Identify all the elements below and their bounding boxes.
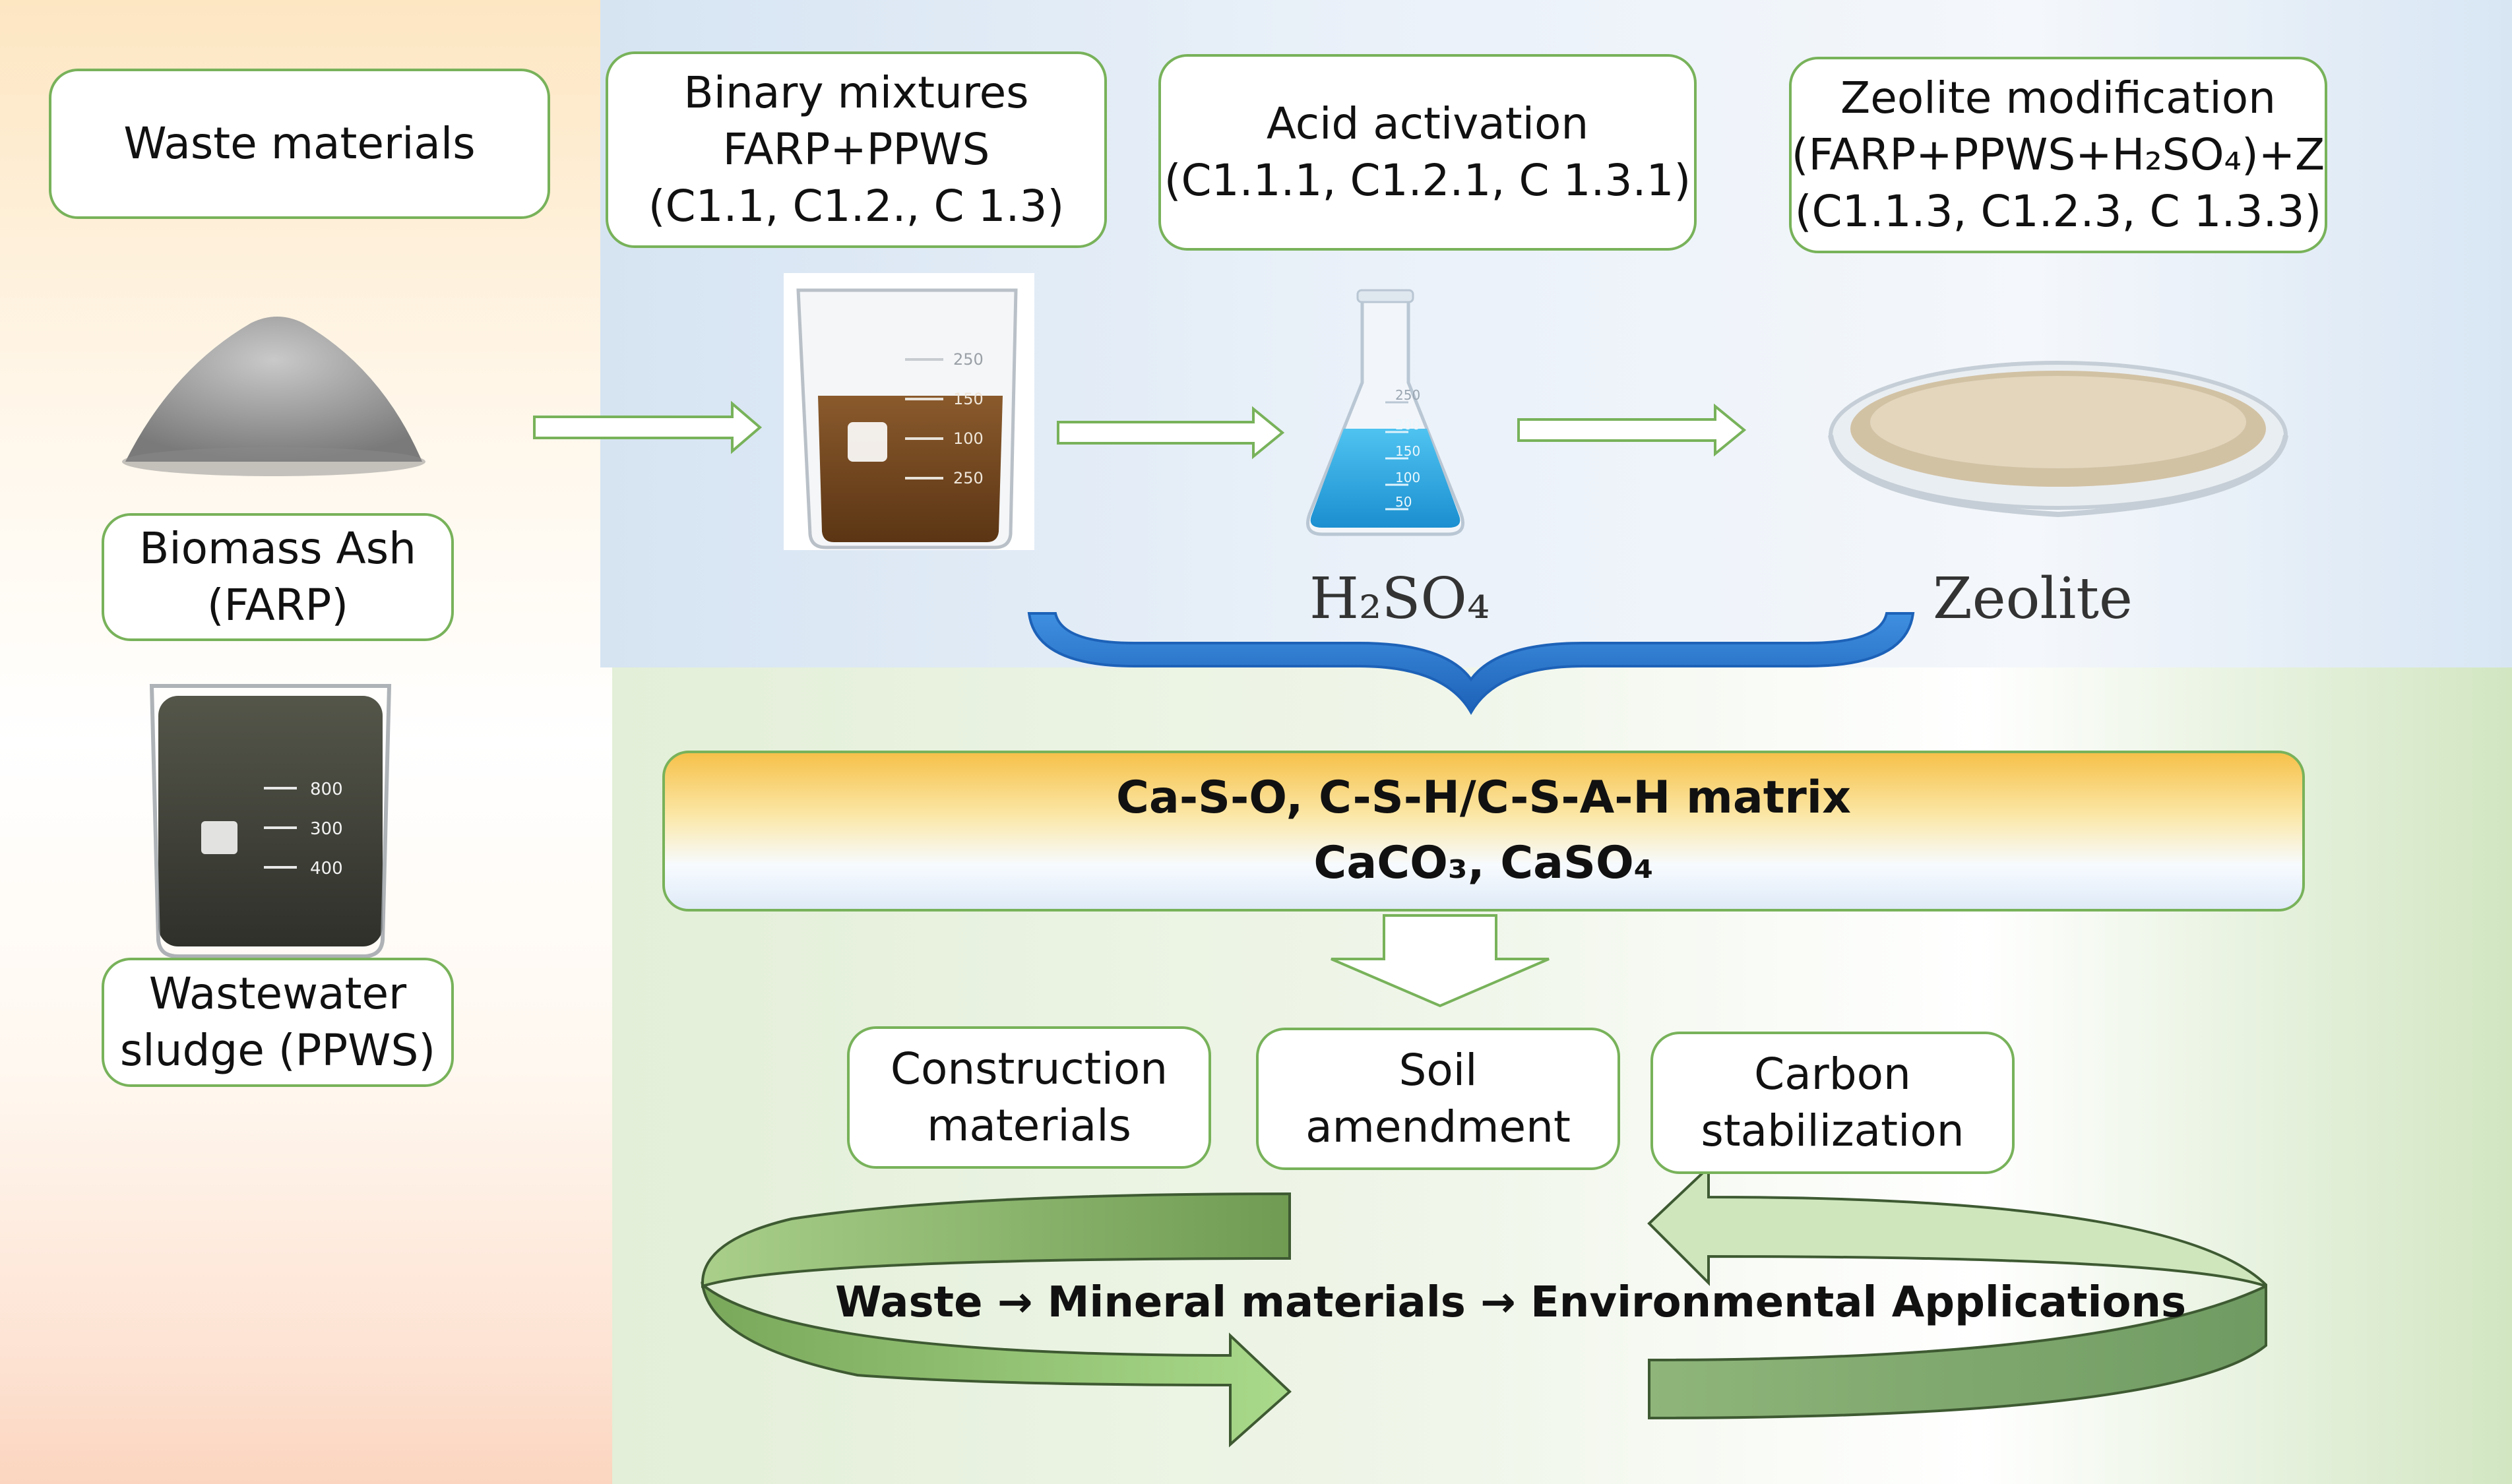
cycle-caption: Waste → Mineral materials → Environmenta… [834, 1278, 2187, 1327]
construction-line-2: materials [927, 1100, 1131, 1151]
sludge-line-1: Wastewater [148, 968, 407, 1020]
ash-pile-image [122, 317, 425, 476]
mixture-mark-150: 150 [953, 390, 984, 408]
biomass-ash-box: Biomass Ash (FARP) [102, 513, 454, 641]
flow-arrow-2 [1057, 406, 1285, 460]
sludge-line-2: sludge (PPWS) [119, 1025, 436, 1076]
soil-line-2: amendment [1305, 1101, 1571, 1152]
zeolite-label: Zeolite [1933, 566, 2133, 632]
waste-materials-label: Waste materials [123, 118, 476, 170]
zeolite-modification-box: Zeolite modification (FARP+PPWS+H₂SO₄)+Z… [1789, 57, 2327, 253]
cycle-arrow-bottom-right [1648, 1283, 2267, 1420]
zeolite-modification-line-3: (C1.1.3, C1.2.3, C 1.3.3) [1794, 185, 2322, 237]
mixture-mark-250-top: 250 [953, 350, 984, 369]
flask-mark-200: 200 [1395, 417, 1420, 433]
mixture-mark-250-bottom: 250 [953, 469, 984, 487]
sludge-mark-800: 800 [310, 780, 343, 799]
acid-activation-line-2: (C1.1.1, C1.2.1, C 1.3.1) [1164, 155, 1691, 206]
matrix-box: Ca-S-O, C-S-H/C-S-A-H matrix CaCO₃, CaSO… [662, 751, 2305, 912]
biomass-ash-line-1: Biomass Ash [139, 523, 416, 574]
zeolite-modification-line-1: Zeolite modification [1840, 73, 2276, 124]
zeolite-modification-line-2: (FARP+PPWS+H₂SO₄)+Z [1791, 129, 2325, 181]
binary-mixtures-box: Binary mixtures FARP+PPWS (C1.1, C1.2., … [606, 51, 1107, 248]
mixture-beaker-image: 250 150 100 250 [784, 273, 1034, 550]
zeolite-dish-image [1828, 361, 2288, 518]
carbon-stabilization-box: Carbon stabilization [1650, 1032, 2015, 1174]
sludge-box: Wastewater sludge (PPWS) [102, 958, 454, 1087]
flask-mark-150: 150 [1395, 443, 1420, 459]
sludge-mark-400: 400 [310, 859, 343, 879]
sludge-beaker-image: 800 300 400 [149, 684, 392, 958]
waste-materials-box: Waste materials [49, 69, 550, 219]
acid-activation-box: Acid activation (C1.1.1, C1.2.1, C 1.3.1… [1158, 54, 1697, 251]
acid-flask-image: 250 200 150 100 50 [1306, 289, 1464, 536]
soil-line-1: Soil [1398, 1045, 1478, 1096]
h2so4-label: H₂SO₄ [1309, 566, 1490, 632]
acid-activation-line-1: Acid activation [1266, 98, 1589, 150]
carbon-line-2: stabilization [1701, 1105, 1964, 1156]
binary-mixtures-line-2: FARP+PPWS [722, 124, 990, 175]
cycle-arrow-bottom-left [701, 1282, 1292, 1448]
cycle-arrow-top-left [701, 1192, 1291, 1288]
mixture-mark-100: 100 [953, 429, 984, 448]
flask-mark-250: 250 [1395, 387, 1420, 403]
flow-arrow-3 [1517, 403, 1747, 457]
matrix-line-2: CaCO₃, CaSO₄ [1313, 837, 1654, 889]
flask-mark-100: 100 [1395, 470, 1420, 485]
sludge-mark-300: 300 [310, 819, 343, 839]
biomass-ash-line-2: (FARP) [206, 580, 349, 631]
matrix-line-1: Ca-S-O, C-S-H/C-S-A-H matrix [1116, 772, 1851, 824]
soil-amendment-box: Soil amendment [1256, 1028, 1620, 1170]
binary-mixtures-line-1: Binary mixtures [683, 67, 1029, 119]
construction-materials-box: Construction materials [847, 1026, 1211, 1169]
flow-arrow-1 [533, 400, 763, 454]
cycle-arrow-top-right [1647, 1164, 2267, 1288]
construction-line-1: Construction [890, 1043, 1168, 1095]
carbon-line-1: Carbon [1754, 1049, 1911, 1100]
down-arrow [1331, 914, 1550, 1008]
merge-brace [1027, 612, 1915, 716]
flask-mark-50: 50 [1395, 494, 1412, 510]
binary-mixtures-line-3: (C1.1, C1.2., C 1.3) [648, 180, 1065, 232]
